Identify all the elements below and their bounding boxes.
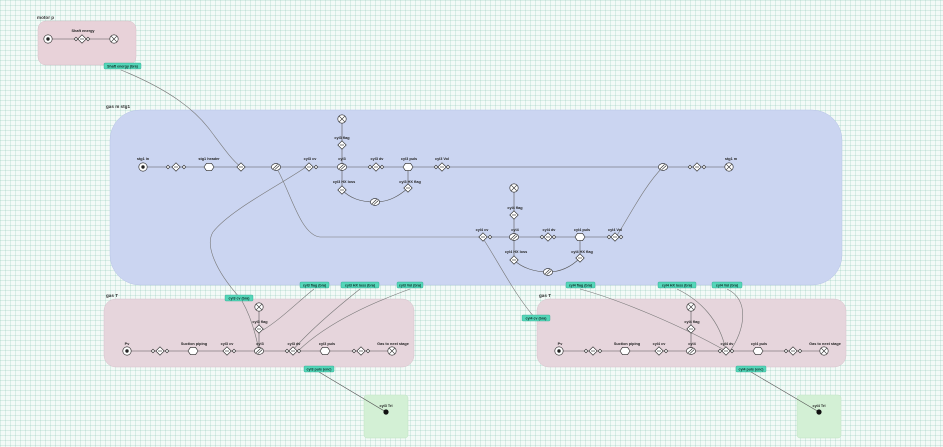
tag-cyl3-cv[interactable]: cyl3 cv (bra) — [224, 294, 254, 302]
cyl3-hx-flag-label: cyl3 HX flag — [399, 180, 421, 184]
tag-cyl4-cv-text: cyl4 cv (bra) — [526, 317, 548, 321]
left-sink-dot-icon[interactable] — [383, 409, 389, 415]
right-suction-label: Suction piping — [614, 342, 641, 346]
right-puls-label: cyl4 puls — [751, 342, 767, 346]
right-sink-label: cyl4 Trl — [812, 404, 825, 408]
cyl3-cv-label: cyl3 cv — [304, 157, 318, 161]
left-flag-label: cyl3 flag — [252, 320, 268, 324]
cyl3-label: cyl3 — [338, 157, 345, 161]
left-sink-label: cyl3 Trl — [379, 404, 392, 408]
cyl4-vol-label: cyl4 Vol — [608, 228, 622, 232]
right-cylinder-icon[interactable] — [686, 347, 696, 355]
left-cv-label: cyl3 cv — [221, 342, 235, 346]
tag-shaft-energy-text: Shaft energy (bra) — [107, 65, 139, 69]
right-pv-label: Pv — [558, 342, 564, 346]
tag-cyl3-puls-text: cyl3 puls (enc) — [307, 368, 333, 372]
left-cylinder-icon[interactable] — [254, 347, 264, 355]
right-pv-source-icon[interactable] — [554, 346, 564, 356]
stg1-hatch-icon[interactable] — [271, 163, 281, 171]
tag-cyl4-vol-text: cyl4 Vol (bra) — [716, 284, 739, 288]
cyl4-cylinder-icon[interactable] — [509, 233, 519, 241]
tag-cyl3-vol-text: cyl3 Vol (bra) — [399, 284, 422, 288]
tag-cyl3-flag[interactable]: cyl3 flag (bra) — [299, 281, 330, 289]
cyl3-hx-loss-label: cyl3 HX loss — [333, 180, 355, 184]
left-cyl-label: cyl3 — [256, 342, 263, 346]
tag-cyl4-hx-loss-text: cyl4 HX loss (bra) — [662, 284, 693, 288]
left-pv-label: Pv — [125, 342, 131, 346]
right-sink-dot-icon[interactable] — [816, 409, 822, 415]
cyl3-puls-label: cyl3 puls — [401, 157, 417, 161]
stg1-out-sink-icon[interactable] — [724, 162, 734, 172]
cyl4-puls-label: cyl4 puls — [574, 228, 590, 232]
stg1-in-label: stg1 in — [137, 157, 150, 161]
stg1-out-label: stg1 m — [725, 157, 738, 161]
gas-t-right-title: gas T — [539, 293, 551, 298]
tag-cyl4-puls[interactable]: cyl4 puls (enc) — [735, 365, 767, 373]
stg1-header-label: stg1 header — [198, 157, 220, 161]
cyl3-flag-sink-icon[interactable] — [337, 114, 347, 124]
right-flag-sink-icon[interactable] — [686, 302, 696, 312]
tag-cyl3-hx-loss[interactable]: cyl3 HX loss (bra) — [340, 281, 380, 289]
connection-wires — [48, 38, 824, 413]
cyl4-puls-icon[interactable] — [574, 233, 586, 241]
cyl3-hx-icon[interactable] — [370, 198, 380, 206]
cyl4-label: cyl4 — [511, 228, 519, 232]
left-next-label: Gas to next stage — [377, 342, 409, 346]
right-cyl-label: cyl4 — [688, 342, 696, 346]
tag-cyl4-hx-loss[interactable]: cyl4 HX loss (bra) — [657, 281, 697, 289]
stg1-in-source-icon[interactable] — [138, 162, 148, 172]
gas-t-left-title: gas T — [106, 293, 118, 298]
left-flag-sink-icon[interactable] — [254, 302, 264, 312]
left-puls-label: cyl3 puls — [319, 342, 335, 346]
left-pv-source-icon[interactable] — [122, 346, 132, 356]
right-cv-label: cyl4 cv — [653, 342, 667, 346]
tag-cyl4-puls-text: cyl4 puls (enc) — [739, 368, 765, 372]
cyl3-flag-label: cyl3 flag — [334, 136, 350, 140]
tag-shaft-energy[interactable]: Shaft energy (bra) — [103, 62, 142, 70]
shaft-source-icon[interactable] — [43, 34, 53, 44]
tag-cyl4-flag-text: cyl4 flag (bra) — [569, 284, 593, 288]
right-next-label: Gas to next stage — [809, 342, 841, 346]
tag-cyl3-vol[interactable]: cyl3 Vol (bra) — [396, 281, 424, 289]
right-dv-label: cyl4 dv — [721, 342, 735, 346]
cyl3-dv-label: cyl3 dv — [371, 157, 385, 161]
tag-cyl3-flag-text: cyl3 flag (bra) — [303, 284, 327, 288]
sink-left-box — [363, 394, 409, 439]
tag-cyl3-cv-text: cyl3 cv (bra) — [229, 297, 251, 301]
cyl4-flag-label: cyl4 flag — [507, 206, 523, 210]
cyl4-flag-sink-icon[interactable] — [509, 183, 519, 193]
sink-right-box — [796, 394, 842, 439]
right-puls-icon[interactable] — [752, 347, 764, 355]
cyl3-vol-label: cyl3 Vol — [435, 157, 449, 161]
left-dv-label: cyl3 dv — [288, 342, 302, 346]
left-next-sink-icon[interactable] — [387, 346, 397, 356]
left-suction-icon[interactable] — [187, 347, 199, 355]
tag-cyl4-flag[interactable]: cyl4 flag (bra) — [565, 281, 596, 289]
cyl4-hx-flag-label: cyl4 HX flag — [571, 250, 593, 254]
tag-cyl3-puls[interactable]: cyl3 puls (enc) — [303, 365, 335, 373]
cyl4-hx-icon[interactable] — [543, 268, 553, 276]
right-next-sink-icon[interactable] — [819, 346, 829, 356]
left-puls-icon[interactable] — [319, 347, 331, 355]
left-suction-label: Suction piping — [181, 342, 208, 346]
tag-cyl4-cv[interactable]: cyl4 cv (bra) — [521, 314, 551, 322]
stg1-header-icon[interactable] — [203, 163, 215, 171]
tag-cyl4-vol[interactable]: cyl4 Vol (bra) — [711, 281, 743, 289]
right-suction-icon[interactable] — [619, 347, 631, 355]
cyl4-cv-label: cyl4 cv — [476, 228, 490, 232]
shaft-sink-icon[interactable] — [109, 34, 119, 44]
gas-stage-box-title: gas m stg1 — [106, 104, 130, 109]
motor-box-title: motor p — [37, 15, 54, 20]
cyl4-hx-loss-label: cyl4 HX loss — [505, 250, 527, 254]
stg1-out-hatch-icon[interactable] — [658, 163, 668, 171]
motor-box — [37, 20, 137, 66]
cyl3-puls-icon[interactable] — [402, 163, 414, 171]
gas-stage-box — [109, 109, 843, 286]
cyl4-dv-label: cyl4 dv — [543, 228, 557, 232]
tag-cyl3-hx-loss-text: cyl3 HX loss (bra) — [345, 284, 376, 288]
cyl3-cylinder-icon[interactable] — [337, 163, 347, 171]
shaft-energy-label: Shaft energy — [72, 29, 96, 33]
right-flag-label: cyl4 flag — [684, 320, 700, 324]
